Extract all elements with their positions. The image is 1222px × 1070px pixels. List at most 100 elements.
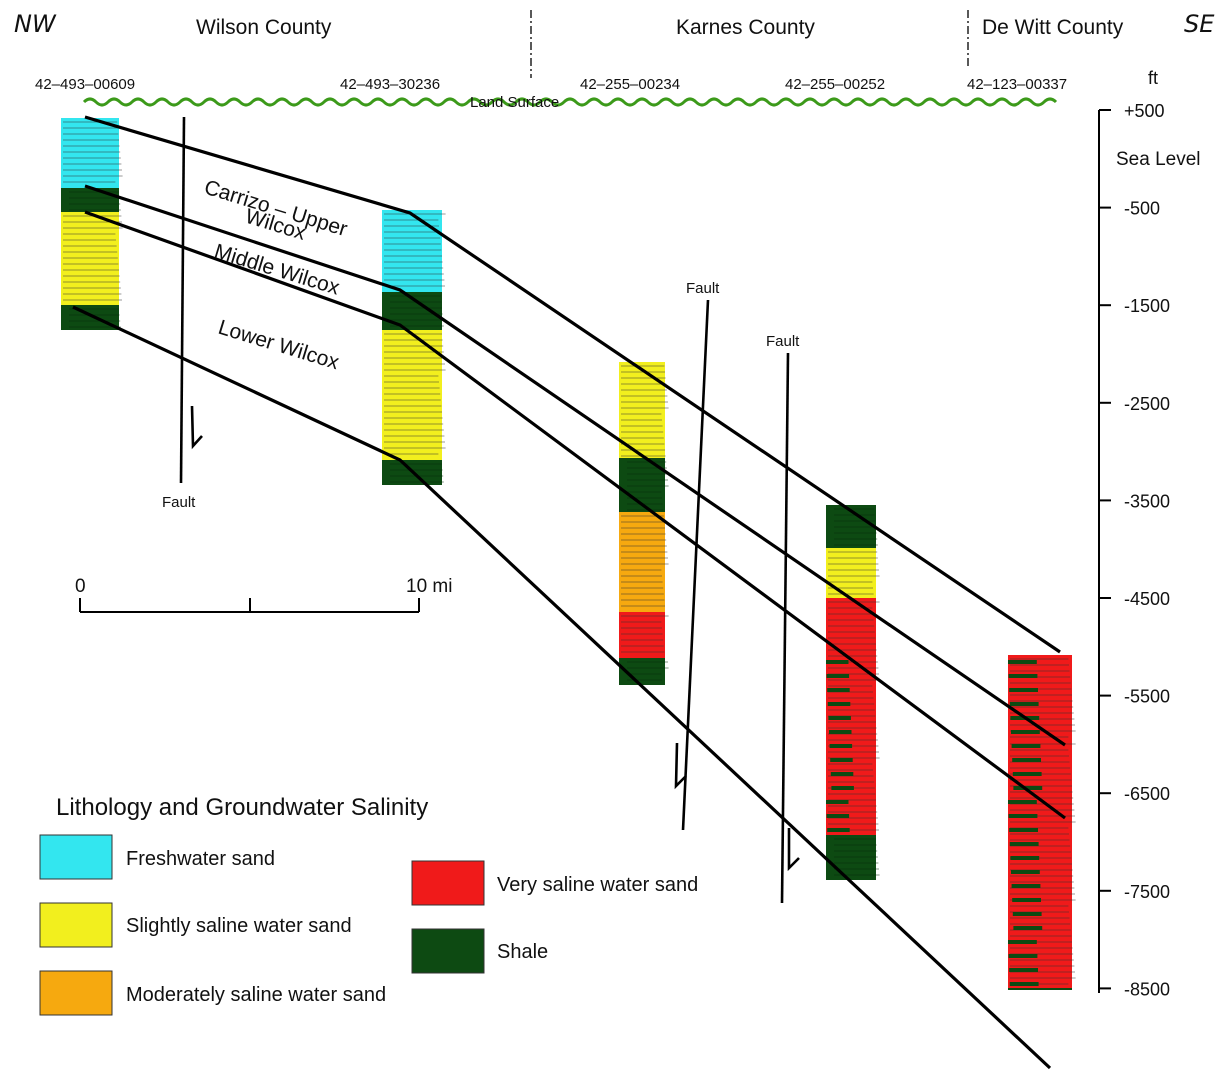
legend-title: Lithology and Groundwater Salinity	[56, 794, 428, 821]
well-log-5-shale-streak	[1012, 772, 1042, 776]
well-log-5-band-shale	[1008, 988, 1072, 990]
well-log-4-shale-streak	[827, 702, 851, 706]
fault-3-displacement-arrow	[787, 828, 800, 872]
fault-line-2	[681, 299, 710, 831]
legend-swatch-slightly-saline	[39, 902, 113, 948]
depth-axis-tick-label: -6500	[1124, 784, 1170, 804]
well-log-5-shale-streak	[1009, 702, 1039, 706]
well-log-5-shale-streak	[1012, 758, 1041, 762]
scale-bar-start-label: 0	[75, 576, 86, 597]
well-log-5-shale-streak	[1008, 940, 1037, 944]
county-wilson: Wilson County	[196, 16, 332, 39]
legend-swatch-freshwater	[39, 834, 113, 880]
well-log-5-shale-streak	[1012, 912, 1042, 916]
scale-bar-end-label: 10 mi	[406, 576, 452, 597]
legend-label-moderately-saline: Moderately saline water sand	[126, 984, 386, 1006]
depth-axis-tick-label: +500	[1124, 101, 1165, 121]
well-log-4-band-slightly-saline	[826, 548, 876, 598]
well-log-3-band-very-saline	[619, 612, 665, 658]
depth-axis-tick-label: -3500	[1124, 491, 1170, 511]
fault-label-2: Fault	[686, 280, 720, 297]
well-log-5-shale-streak	[1008, 800, 1037, 804]
depth-axis-tick-label: -8500	[1124, 979, 1170, 999]
county-dewitt: De Witt County	[982, 16, 1124, 39]
well-log-5-shale-streak	[1008, 674, 1038, 678]
well-log-4-shale-streak	[828, 716, 851, 720]
well-log-4-shale-streak	[826, 660, 849, 664]
legend-label-shale: Shale	[497, 941, 548, 963]
well-log-5-shale-streak	[1011, 870, 1040, 874]
well-log-5-shale-streak	[1011, 730, 1040, 734]
well-log-4-shale-streak	[826, 814, 850, 818]
fault-label-3: Fault	[766, 333, 800, 350]
well-log-4-shale-streak	[829, 744, 853, 748]
well-log-4-shale-streak	[829, 730, 852, 734]
well-log-2-band-slightly-saline	[382, 330, 442, 460]
direction-se: SE	[1184, 10, 1215, 38]
well-log-4-band-shale	[826, 835, 876, 880]
well-log-5-shale-streak	[1012, 898, 1041, 902]
well-id-3: 42–255–00234	[580, 76, 680, 93]
legend-swatch-shale	[411, 928, 485, 974]
well-log-4-shale-streak	[826, 674, 850, 678]
top-carrizo-upper-wilcox-line	[84, 115, 1061, 654]
well-log-4-shale-streak	[826, 800, 849, 804]
depth-axis-tick-label: -2500	[1124, 394, 1170, 414]
well-log-5-shale-streak	[1011, 884, 1041, 888]
well-log-3-band-moderately-saline	[619, 512, 665, 612]
well-log-5-shale-streak	[1009, 828, 1038, 832]
well-log-5-shale-streak	[1011, 744, 1041, 748]
well-log-5-band-very-saline	[1008, 655, 1072, 740]
fault-label-1: Fault	[162, 494, 196, 511]
well-log-5-shale-streak	[1013, 926, 1043, 930]
well-log-5-shale-streak	[1009, 688, 1038, 692]
depth-axis: ft +500 -500 -1500 -2500 -3500 -4500 -5500 -650…	[1098, 68, 1201, 999]
well-log-5-shale-streak	[1013, 786, 1043, 790]
well-log-5-shale-streak	[1010, 856, 1040, 860]
fault-1-displacement-arrow	[190, 405, 203, 450]
legend-swatch-moderately-saline	[39, 970, 113, 1016]
top-lower-wilcox-line	[84, 210, 1066, 820]
well-id-2: 42–493–30236	[340, 76, 440, 93]
well-log-1-band-freshwater	[61, 118, 119, 188]
well-log-2-band-freshwater	[382, 210, 442, 292]
well-log-1-band-shale	[61, 188, 119, 212]
land-surface-label: Land Surface	[470, 94, 559, 111]
top-middle-wilcox-line	[84, 184, 1066, 747]
depth-axis-tick-label: -500	[1124, 199, 1160, 219]
well-log-4-shale-streak	[830, 758, 853, 762]
well-log-5-shale-streak	[1008, 954, 1038, 958]
legend-label-freshwater: Freshwater sand	[126, 848, 275, 870]
fault-line-3	[780, 352, 790, 904]
well-log-4-shale-streak	[827, 828, 850, 832]
direction-nw: NW	[14, 10, 57, 38]
well-id-4: 42–255–00252	[785, 76, 885, 93]
sea-level-label: Sea Level	[1116, 149, 1201, 170]
faults	[179, 116, 800, 904]
well-log-5-shale-streak	[1008, 660, 1037, 664]
land-surface-line	[82, 97, 1058, 107]
fault-2-displacement-arrow	[674, 742, 687, 790]
well-id-5: 42–123–00337	[967, 76, 1067, 93]
scale-bar	[79, 598, 420, 613]
well-log-4-shale-streak	[831, 786, 854, 790]
depth-axis-tick-label: -5500	[1124, 687, 1170, 707]
depth-axis-tick-label: -7500	[1124, 882, 1170, 902]
depth-axis-tick-label: -1500	[1124, 296, 1170, 316]
well-log-5-shale-streak	[1009, 968, 1038, 972]
well-log-5-shale-streak	[1008, 814, 1038, 818]
legend-label-very-saline: Very saline water sand	[497, 874, 698, 896]
well-log-1-band-slightly-saline	[61, 212, 119, 305]
well-log-4-shale-streak	[830, 772, 854, 776]
well-id-1: 42–493–00609	[35, 76, 135, 93]
legend-swatch-very-saline	[411, 860, 485, 906]
well-log-5-shale-streak	[1009, 842, 1039, 846]
base-lower-wilcox-line	[72, 305, 1052, 1070]
legend: Lithology and Groundwater Salinity Fresh…	[39, 794, 698, 1016]
well-log-4-shale-streak	[827, 688, 850, 692]
fault-line-1	[179, 116, 186, 484]
depth-axis-tick-label: -4500	[1124, 589, 1170, 609]
county-karnes: Karnes County	[676, 16, 815, 39]
depth-axis-unit: ft	[1148, 68, 1158, 88]
